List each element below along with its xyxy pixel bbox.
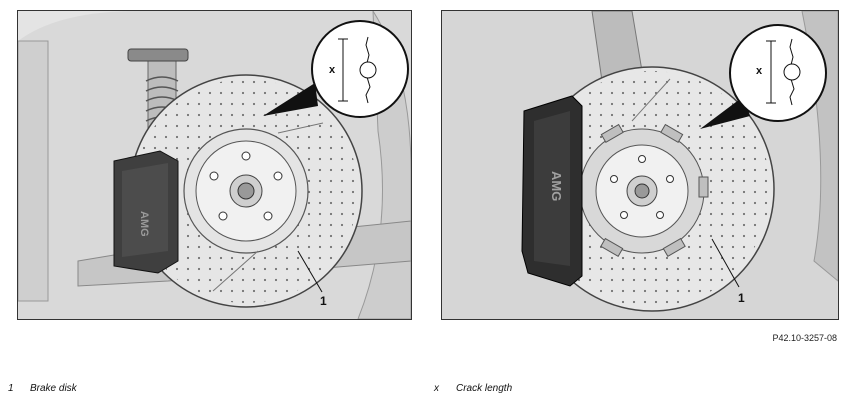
legend-key: x bbox=[434, 383, 439, 394]
callout-1-right: 1 bbox=[738, 291, 745, 305]
legend-item-brake-disk: 1 Brake disk bbox=[8, 383, 77, 394]
legend-key: 1 bbox=[8, 383, 14, 394]
caliper-logo-left: AMG bbox=[138, 211, 150, 237]
zoom-label-right: x bbox=[756, 65, 763, 77]
legend-text: Brake disk bbox=[30, 383, 77, 394]
legend-text: Crack length bbox=[456, 383, 513, 394]
brake-disk-drawing-right: AMG x 1 bbox=[442, 11, 838, 319]
zoom-label-left: x bbox=[329, 64, 336, 76]
legend-item-crack-length: x Crack length bbox=[434, 383, 512, 394]
illustration-left: AMG x 1 bbox=[17, 10, 412, 320]
brake-disk-drawing-left: AMG x 1 bbox=[18, 11, 411, 319]
caliper-logo-right: AMG bbox=[549, 171, 564, 201]
illustration-right: AMG x 1 bbox=[441, 10, 839, 320]
figure-code: P42.10-3257-08 bbox=[772, 333, 837, 343]
crack-length-zoom-right bbox=[729, 24, 827, 122]
callout-1-left: 1 bbox=[320, 294, 327, 308]
